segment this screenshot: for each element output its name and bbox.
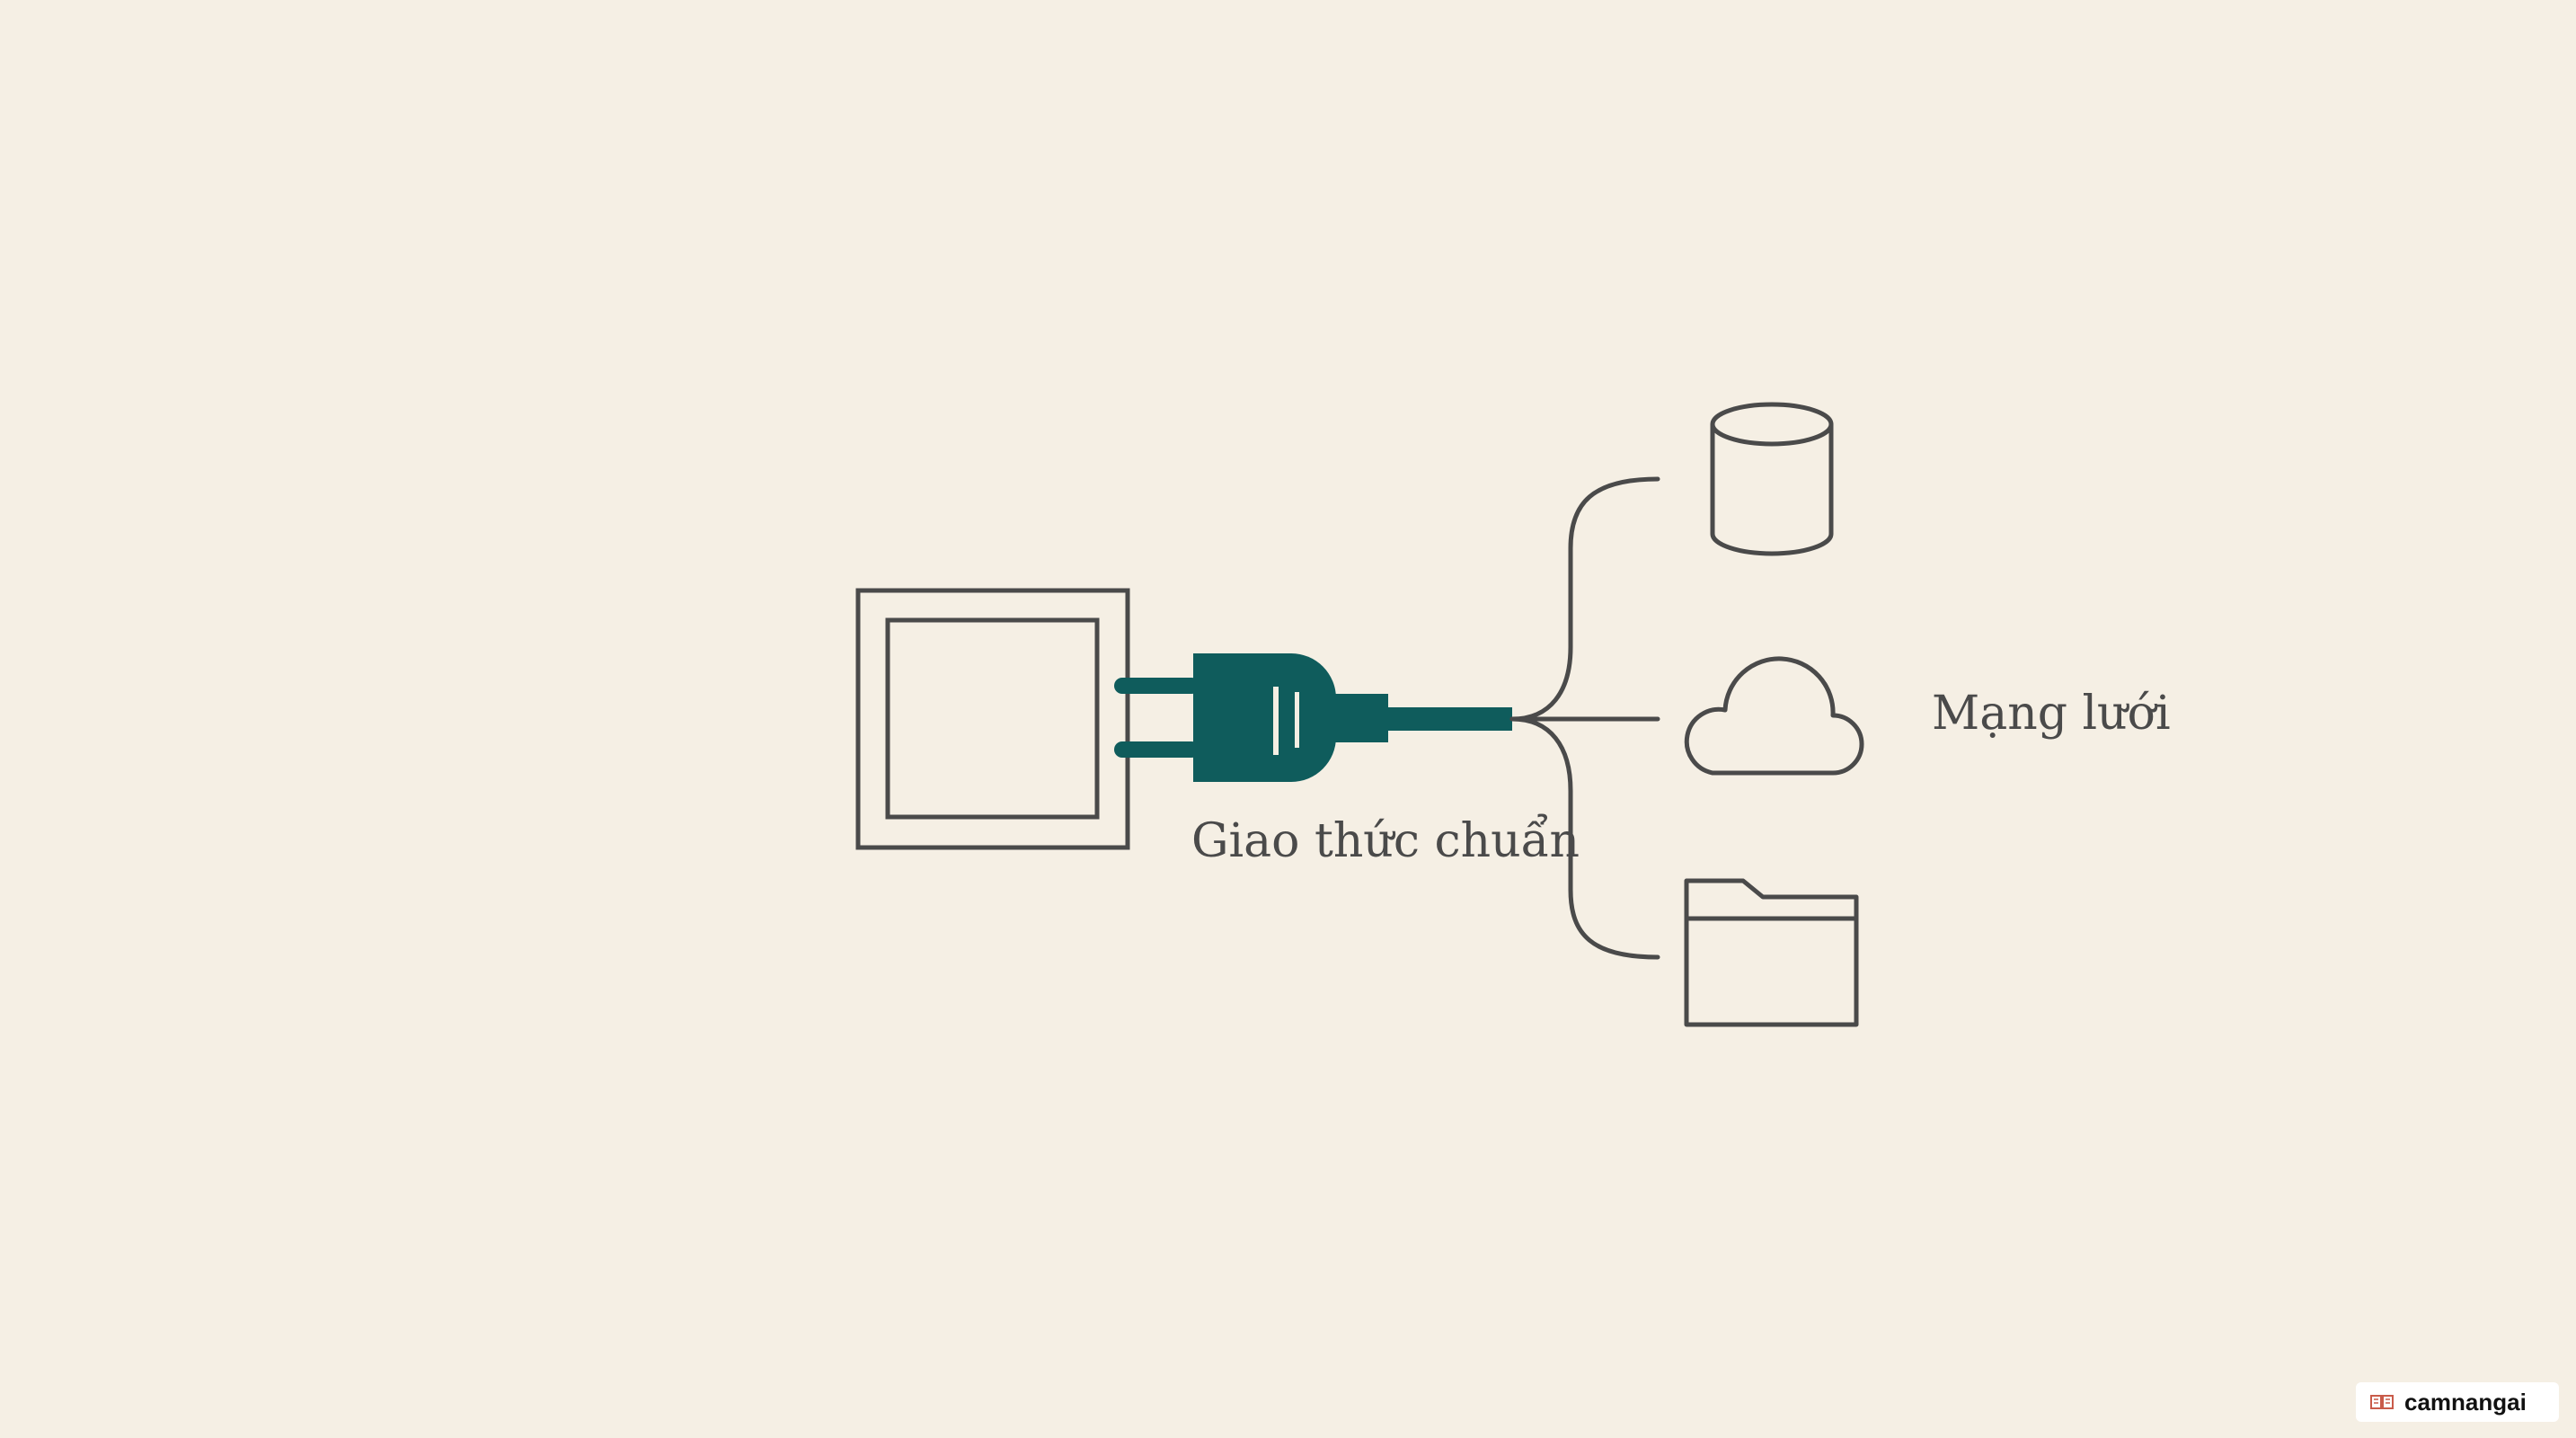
watermark-badge: camnangai	[2356, 1382, 2559, 1422]
folder-icon	[1684, 878, 1859, 1027]
device-icon	[855, 588, 1130, 850]
book-icon	[2370, 1395, 2394, 1409]
watermark-text: camnangai	[2404, 1388, 2527, 1416]
branch-connector	[1509, 476, 1660, 960]
network-label: Mạng lưới	[1932, 687, 2171, 741]
database-icon	[1710, 402, 1834, 556]
protocol-label: Giao thức chuẩn	[1191, 814, 1580, 868]
plug-icon	[1114, 653, 1512, 782]
cloud-icon	[1684, 656, 1864, 776]
